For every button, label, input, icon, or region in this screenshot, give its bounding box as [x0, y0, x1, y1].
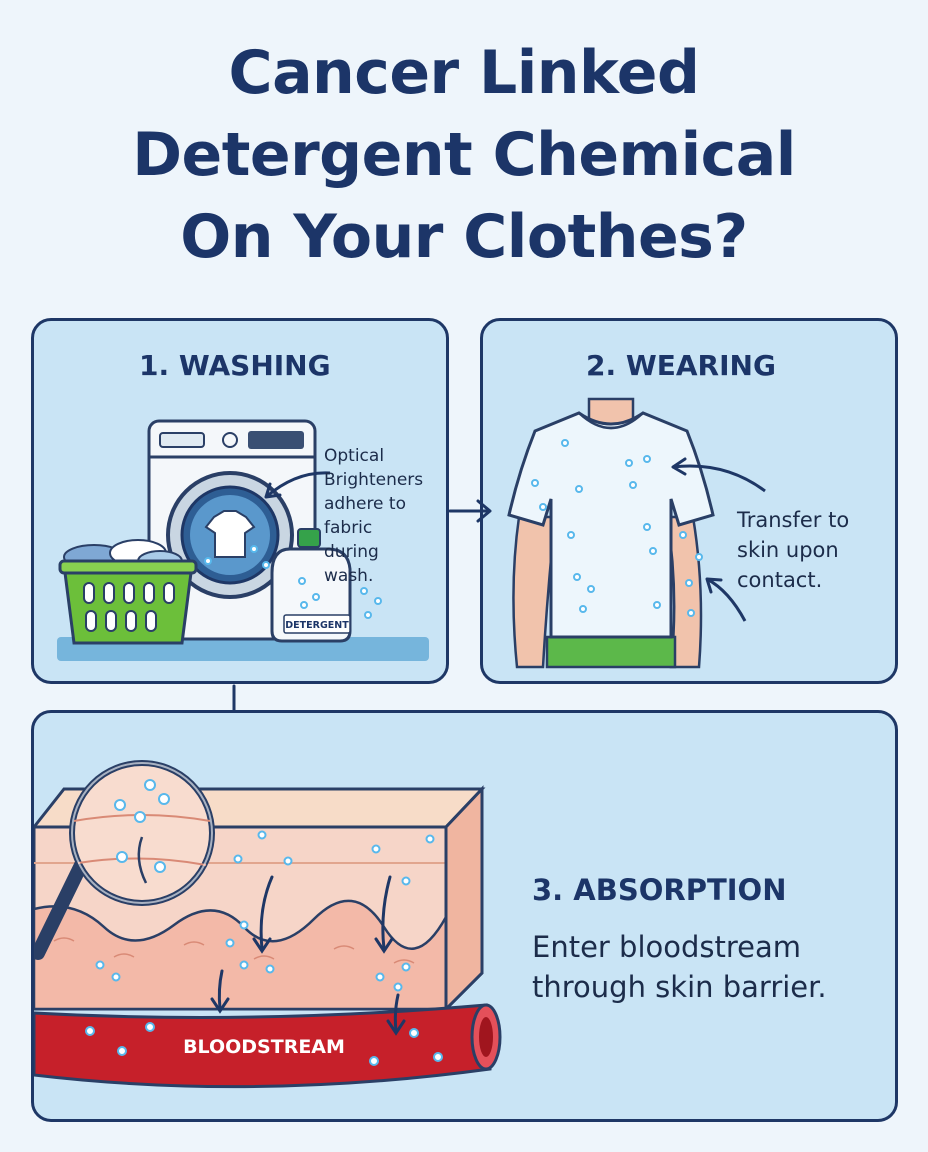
title-line-1: Cancer Linked	[228, 38, 700, 108]
absorption-note-line: Enter bloodstream	[532, 930, 802, 964]
wearing-heading: 2. WEARING	[586, 349, 776, 382]
note-pointer-arrow	[265, 471, 331, 499]
absorption-note: Enter bloodstream through skin barrier.	[532, 927, 827, 1007]
absorption-panel: BLOODSTREAM	[31, 710, 898, 1122]
shirt-in-drum-icon	[204, 510, 256, 558]
flow-arrow-right	[448, 499, 492, 523]
t-shirt-icon	[507, 411, 715, 639]
brightener-particles	[85, 830, 443, 1066]
transfer-arrow-upper	[672, 464, 766, 493]
washing-note-line: Optical	[324, 446, 385, 466]
transfer-arrow-lower	[706, 577, 747, 622]
washing-illustration: DETERGENT	[57, 419, 429, 661]
washing-note-line: adhere to	[324, 494, 406, 514]
absorption-heading: 3. ABSORPTION	[532, 873, 787, 907]
wearing-note-line: Transfer to	[737, 508, 850, 532]
magnifier-icon	[34, 760, 215, 960]
detergent-label: DETERGENT	[285, 620, 349, 631]
brightener-particles	[204, 545, 382, 619]
title-line-3: On Your Clothes?	[180, 202, 748, 272]
bloodstream-label: BLOODSTREAM	[183, 1036, 345, 1058]
washing-note: Optical Brighteners adhere to fabric dur…	[324, 444, 423, 588]
absorption-arrows	[210, 875, 406, 1036]
wearing-note: Transfer to skin upon contact.	[737, 505, 849, 595]
blood-vessel-icon: BLOODSTREAM	[34, 1003, 502, 1089]
washing-note-line: fabric	[324, 518, 373, 538]
page-title: Cancer Linked Detergent Chemical On Your…	[0, 32, 928, 278]
wearing-illustration	[507, 397, 766, 669]
title-line-2: Detergent Chemical	[132, 120, 796, 190]
wearing-note-line: skin upon	[737, 538, 839, 562]
detergent-bottle-icon: DETERGENT	[270, 528, 352, 643]
wearing-panel: 2. WEARING Transfer to skin upon	[480, 318, 898, 684]
washing-panel: 1. WASHING	[31, 318, 449, 684]
brightener-particles	[531, 439, 703, 617]
absorption-note-line: through skin barrier.	[532, 970, 827, 1004]
wearing-note-line: contact.	[737, 568, 823, 592]
washing-heading: 1. WASHING	[139, 349, 331, 382]
pants	[545, 635, 677, 669]
absorption-illustration: BLOODSTREAM	[34, 760, 502, 1089]
washing-note-line: wash.	[324, 566, 374, 586]
laundry-basket-icon	[58, 539, 198, 645]
washing-note-line: during	[324, 542, 379, 562]
washing-note-line: Brighteners	[324, 470, 424, 490]
